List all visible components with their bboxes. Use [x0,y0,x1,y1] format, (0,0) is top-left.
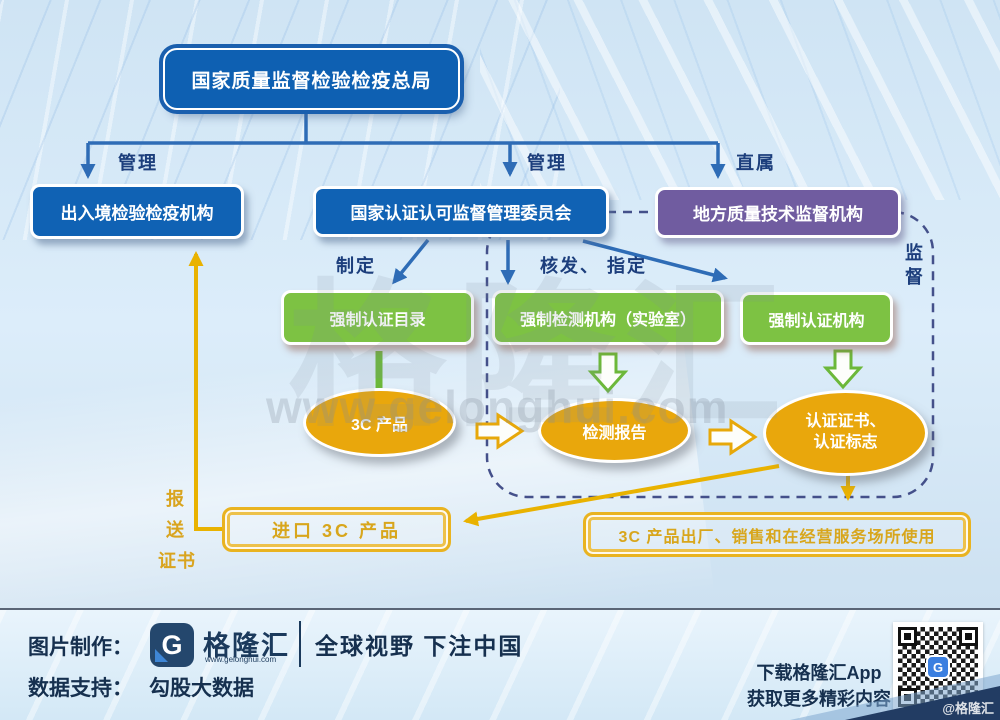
committee-arrows [392,238,728,285]
edge-label-submit-cert-1: 报 [166,489,185,509]
node-entry-exit-inspection: 出入境检验检疫机构 [30,184,244,239]
gelonghui-logo-icon: G [150,623,194,667]
node-cnca-committee: 国家认证认可监督管理委员会 [313,186,609,237]
edge-label-submit-cert-3: 证书 [158,551,196,571]
edge-label-issue-designate: 核发、 指定 [540,256,648,276]
qr-finder-top-left [898,627,917,646]
edge-label-submit-cert-2: 送 [166,520,185,540]
box-factory-sales-usage: 3C 产品出厂、销售和在经营服务场所使用 [583,512,971,557]
data-support-label: 数据支持： [28,677,133,700]
footer-divider-line [0,608,1000,610]
org-tree-connectors [80,112,726,179]
qr-finder-dot [965,633,972,640]
logo-letter: G [161,629,183,660]
node-testing-labs: 强制检测机构（实验室） [492,290,724,345]
qr-finder-dot [904,633,911,640]
node-local-quality-supervision: 地方质量技术监督机构 [655,187,901,238]
footer: 图片制作： G 格隆汇 www.gelonghui.com 全球视野 下注中国 … [0,610,1000,720]
qr-finder-top-right [959,627,978,646]
edge-label-manage-mid: 管理 [527,153,567,173]
footer-vertical-divider [299,621,301,667]
data-support-value: 勾股大数据 [149,677,254,700]
certorg-to-certificate-arrow [822,349,864,390]
brand-slogan: 全球视野 下注中国 [315,633,524,659]
box-usage-label: 3C 产品出厂、销售和在经营服务场所使用 [618,528,936,546]
app-download-text: 下载格隆汇App 获取更多精彩内容 [740,660,898,712]
ellipse-certificate-mark: 认证证书、 认证标志 [763,390,928,476]
node-certification-bodies: 强制认证机构 [740,292,893,345]
node-cnca-label: 国家认证认可监督管理委员会 [350,204,572,223]
node-local-quality-label: 地方质量技术监督机构 [693,205,863,224]
data-support-line: 数据支持： 勾股大数据 [28,672,254,702]
corner-watermark: @格隆汇 [942,701,994,716]
qr-center-logo-icon: G [926,655,950,679]
edge-label-supervise: 监督 [905,243,923,288]
certificate-line2: 认证标志 [813,434,878,451]
ellipse-3c-product-label: 3C 产品 [351,416,408,434]
edge-label-direct: 直属 [736,153,776,173]
box-imported-3c-products: 进口 3C 产品 [222,507,451,552]
testorg-to-report-arrow [587,352,629,394]
ellipse-3c-product: 3C 产品 [303,388,456,457]
node-aqsiq-label: 国家质量监督检验检疫总局 [191,70,432,92]
node-compulsory-catalog: 强制认证目录 [281,290,474,345]
brand-url: www.gelonghui.com [205,655,277,664]
certificate-line1: 认证证书、 [805,413,886,431]
node-aqsiq: 国家质量监督检验检疫总局 [163,48,460,110]
node-testing-labs-label: 强制检测机构（实验室） [519,311,696,329]
node-entry-exit-label: 出入境检验检疫机构 [60,204,214,223]
product-to-report-arrow [475,412,525,450]
app-download-line2: 获取更多精彩内容 [747,689,891,710]
node-catalog-label: 强制认证目录 [329,311,426,329]
ellipse-test-report: 检测报告 [538,398,691,463]
ellipse-test-report-label: 检测报告 [582,424,647,442]
made-by-label: 图片制作： [28,636,133,659]
edge-label-manage-left: 管理 [118,153,158,173]
report-to-certificate-arrow [708,418,758,456]
app-download-line1: 下载格隆汇App [756,663,882,683]
edge-label-formulate: 制定 [336,256,376,276]
node-certification-bodies-label: 强制认证机构 [768,312,865,330]
box-imported-label: 进口 3C 产品 [271,520,401,541]
